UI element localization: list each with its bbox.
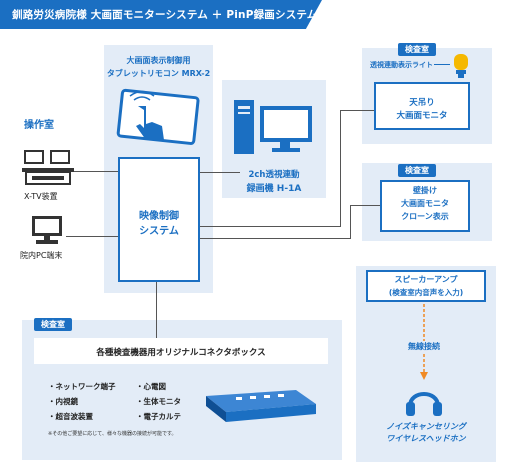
connector-item-right-1: ・生体モニタ bbox=[136, 397, 181, 406]
speaker-amp bbox=[366, 270, 486, 302]
page-title: 釧路労災病院様 大画面モニターシステム ＋ PinP録画システム bbox=[12, 9, 318, 21]
controller-label-line2: システム bbox=[139, 226, 179, 237]
ceiling-monitor bbox=[374, 82, 470, 130]
connector-item-left-0: ・ネットワーク端子 bbox=[48, 382, 116, 391]
operation-room-label: 操作室 bbox=[24, 120, 54, 131]
pc-terminal-label: 院内PC端末 bbox=[20, 251, 63, 260]
line-controller-connector bbox=[156, 282, 157, 338]
line-controller-recorder bbox=[200, 172, 240, 173]
connector-item-right-2: ・電子カルテ bbox=[136, 412, 181, 421]
headphone-label-line1: ノイズキャンセリング bbox=[386, 422, 466, 431]
wall-monitor-line1: 壁掛け bbox=[413, 186, 437, 195]
line-controller-top-monitor-h2 bbox=[340, 110, 374, 111]
wireless-label: 無線接続 bbox=[400, 341, 448, 352]
tablet-label-line2: タブレットリモコン MRX-2 bbox=[106, 69, 211, 78]
line-controller-mid-monitor-v bbox=[350, 205, 351, 239]
wall-monitor bbox=[380, 180, 470, 232]
connector-box-banner bbox=[34, 338, 328, 364]
line-pc-controller bbox=[66, 236, 118, 237]
xtv-device-icon bbox=[22, 150, 74, 185]
line-controller-mid-monitor-h2 bbox=[350, 205, 380, 206]
lamp-arrow bbox=[434, 64, 450, 65]
connector-box-icon bbox=[206, 390, 316, 422]
exam-room-mid-tag: 検査室 bbox=[398, 164, 436, 177]
video-control-system bbox=[118, 157, 200, 282]
connector-box-label: 各種検査機器用オリジナルコネクタボックス bbox=[96, 348, 266, 358]
exam-room-bottom-tag: 検査室 bbox=[34, 318, 72, 331]
connector-item-left-2: ・超音波装置 bbox=[48, 412, 93, 421]
recorder-label-line2: 録画機 H-1A bbox=[246, 184, 302, 194]
connector-note: ※その他ご要望に応じて、様々な機器の接続が可能です。 bbox=[48, 431, 177, 437]
headphone-label-line2: ワイヤレスヘッドホン bbox=[386, 434, 466, 443]
recorder-label-line1: 2ch透視連動 bbox=[248, 170, 300, 180]
wall-monitor-line3: クローン表示 bbox=[401, 212, 449, 221]
connector-item-right-0: ・心電図 bbox=[136, 382, 166, 391]
recorder-icon bbox=[234, 100, 312, 154]
pc-terminal-icon bbox=[32, 216, 62, 244]
speaker-amp-line2: (検査室内音声を入力) bbox=[388, 288, 464, 297]
tablet-icon bbox=[116, 88, 200, 145]
exam-room-top-tag: 検査室 bbox=[398, 43, 436, 56]
ceiling-monitor-line2: 大画面モニタ bbox=[396, 111, 448, 121]
indicator-lamp-icon bbox=[454, 54, 468, 78]
wall-monitor-line2: 大画面モニタ bbox=[401, 199, 449, 208]
headphone-icon bbox=[406, 392, 442, 416]
xtv-device-label: X-TV装置 bbox=[24, 192, 58, 201]
speaker-amp-line1: スピーカーアンプ bbox=[394, 275, 458, 284]
ceiling-monitor-line1: 天吊り bbox=[409, 98, 435, 108]
line-xtv-controller bbox=[72, 171, 118, 172]
tablet-label-line1: 大画面表示制御用 bbox=[126, 56, 191, 65]
wireless-connection-line bbox=[420, 304, 428, 380]
header-banner bbox=[0, 0, 322, 29]
lamp-label: 透視連動表示ライト bbox=[370, 61, 433, 69]
line-controller-mid-monitor-h1 bbox=[200, 238, 350, 239]
connector-item-left-1: ・内視鏡 bbox=[48, 397, 78, 406]
line-controller-top-monitor-h1 bbox=[200, 226, 340, 227]
controller-label-line1: 映像制御 bbox=[139, 211, 179, 222]
line-controller-top-monitor-v bbox=[340, 110, 341, 227]
